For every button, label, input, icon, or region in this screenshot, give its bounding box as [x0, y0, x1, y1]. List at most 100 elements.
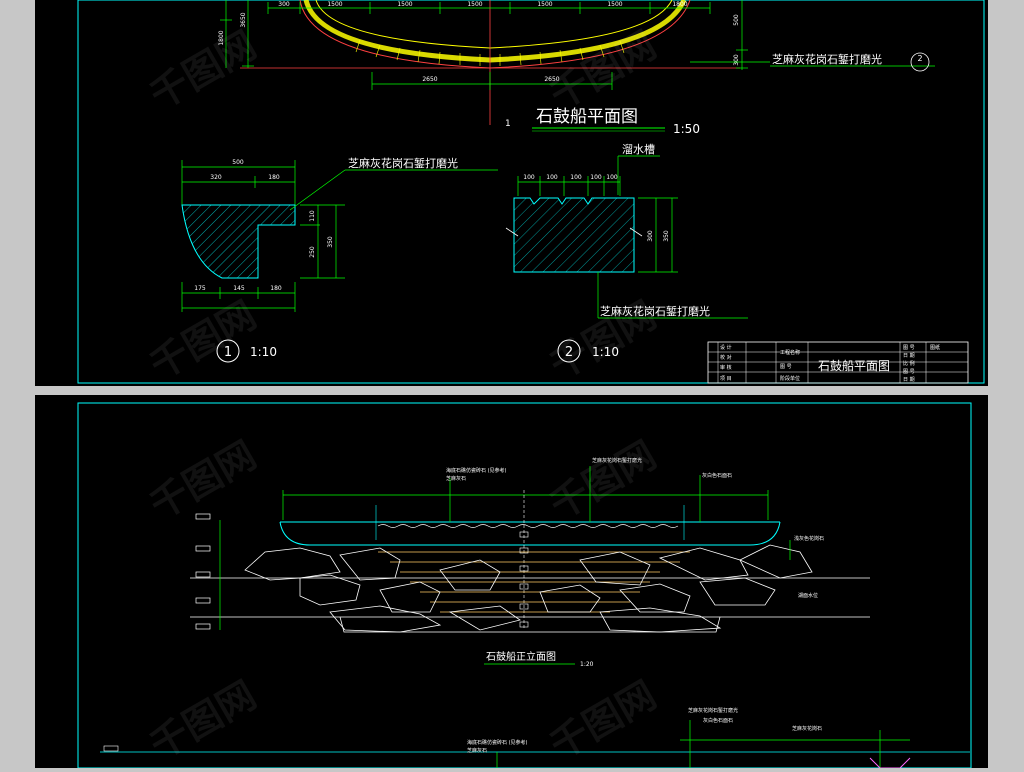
plan-dim-left-2: 3650: [240, 12, 247, 27]
plan-dim-left-1: 1800: [218, 30, 225, 45]
svg-text:1500: 1500: [467, 1, 482, 8]
lower-elevation-partial: 芝麻灰花岗石錾打磨光 海底石礁仿瓷砖石 (见参考) 灰白色石面石 芝麻灰花岗石 …: [100, 707, 970, 769]
detail1-dim-175: 175: [194, 285, 206, 292]
elevation-note-1-sub: 芝麻灰石: [446, 475, 466, 482]
detail1-dim-250: 250: [309, 246, 316, 258]
plan-ref-number: 1: [505, 119, 511, 129]
elevation-note-2: 芝麻灰花岗石錾打磨光: [592, 457, 642, 464]
svg-text:审 核: 审 核: [720, 364, 732, 371]
plan-dim-bottom-right: 2650: [544, 76, 559, 83]
title-block-extra: 图纸: [930, 344, 940, 351]
detail1-dims-top: [181, 160, 296, 205]
svg-text:校 对: 校 对: [720, 354, 732, 361]
lower-note-5: 芝麻灰石: [467, 747, 487, 754]
detail2-break-right: [629, 227, 643, 237]
top-sheet-frame: [77, 0, 985, 384]
elevation-water-waves: [377, 524, 679, 528]
plan-dims-left: [220, 0, 254, 68]
plan-view[interactable]: 300 1500 1500 1500 1500 1500 1800 2650 2…: [218, 0, 935, 136]
svg-text:阶段单位: 阶段单位: [780, 375, 800, 382]
detail-2[interactable]: 溜水槽 100 100 100 100 100 300 350: [505, 142, 748, 363]
lower-note-2: 海底石礁仿瓷砖石 (见参考): [467, 739, 528, 746]
plan-dim-right-1: 500: [733, 14, 740, 26]
detail2-label-circle: [557, 339, 581, 363]
elevation-level-marks: [195, 513, 221, 630]
elevation-title: 石鼓船正立面图: [486, 650, 556, 663]
plan-material-note: 芝麻灰花岗石錾打磨光: [772, 52, 882, 66]
title-block-drawing-name: 石鼓船平面图: [818, 359, 890, 373]
svg-text:设 计: 设 计: [720, 344, 732, 351]
svg-text:100: 100: [523, 174, 535, 181]
svg-text:100: 100: [590, 174, 602, 181]
title-block-rows-mid: 工程名称 图 号 阶段单位: [780, 349, 800, 382]
elevation-note-4: 浅灰色花岗石: [794, 535, 824, 542]
top-sheet-background: [35, 0, 988, 386]
plan-dim-bottom-left: 2650: [422, 76, 437, 83]
svg-text:1500: 1500: [397, 1, 412, 8]
detail1-dim-500: 500: [232, 159, 244, 166]
detail1-dim-180b: 180: [270, 285, 282, 292]
detail2-groove-label: 溜水槽: [622, 142, 655, 156]
svg-text:日 期: 日 期: [903, 377, 915, 383]
svg-text:图 号: 图 号: [903, 345, 915, 351]
detail1-label-number: 1: [224, 345, 232, 360]
elevation-note-1: 海底石礁仿瓷砖石 (见参考): [446, 467, 507, 474]
detail1-leader: [289, 169, 346, 211]
elevation-base: [339, 616, 721, 633]
elevation-axis-marks: [519, 531, 529, 628]
detail2-dims-top-text: 100 100 100 100 100: [523, 174, 618, 181]
lower-note-4: 芝麻灰花岗石: [792, 725, 822, 732]
plan-ellipse-hatch: [355, 39, 625, 66]
plan-dims-bottom: [371, 72, 613, 90]
svg-text:日 期: 日 期: [903, 353, 915, 359]
lower-note-3: 灰白色石面石: [703, 717, 733, 724]
svg-text:1800: 1800: [672, 1, 687, 8]
detail1-dim-145: 145: [233, 285, 245, 292]
plan-dims-top-text: 300 1500 1500 1500 1500 1500 1800: [278, 1, 688, 8]
elevation-rocks: [244, 544, 813, 633]
detail2-label-scale: 1:10: [592, 345, 619, 359]
detail1-dim-320: 320: [210, 174, 222, 181]
svg-text:100: 100: [546, 174, 558, 181]
plan-callout-number: 2: [917, 54, 922, 63]
svg-text:工程名称: 工程名称: [780, 349, 800, 356]
plan-scale: 1:50: [673, 122, 700, 136]
bottom-sheet-background: [35, 395, 988, 768]
detail-1[interactable]: 500 320 180 110 250 350 175 145 180 芝麻灰花…: [181, 156, 498, 363]
plan-dims-right: [736, 0, 748, 70]
title-block[interactable]: 设 计 校 对 审 核 项 目 工程名称 图 号 阶段单位 石鼓船平面图 图 号…: [707, 341, 969, 384]
detail2-label-number: 2: [565, 345, 573, 360]
detail2-dims-right: [638, 197, 678, 273]
svg-text:1500: 1500: [327, 1, 342, 8]
detail2-dims-top: [517, 176, 621, 196]
elevation-view[interactable]: 海底石礁仿瓷砖石 (见参考) 芝麻灰石 芝麻灰花岗石錾打磨光 灰白色石面石 浅灰…: [190, 457, 870, 668]
detail2-dim-300: 300: [647, 230, 654, 242]
elevation-boat-hull: [279, 521, 781, 546]
plan-dim-right-2: 300: [733, 54, 740, 66]
detail1-material: 芝麻灰花岗石錾打磨光: [348, 156, 458, 170]
title-block-grid: [708, 342, 968, 383]
svg-text:300: 300: [278, 1, 290, 8]
title-block-rows-right: 图 号 日 期 比 例 图 号 日 期: [903, 345, 915, 383]
detail1-dim-180: 180: [268, 174, 280, 181]
detail2-break-left: [505, 227, 519, 237]
plan-callout-circle: [910, 52, 930, 72]
elevation-note-3: 灰白色石面石: [702, 472, 732, 479]
plan-title: 石鼓船平面图: [536, 107, 638, 127]
detail2-dim-350: 350: [663, 230, 670, 242]
detail2-material: 芝麻灰花岗石錾打磨光: [600, 304, 710, 318]
plan-dims-top: [267, 2, 711, 14]
title-block-frame: [707, 341, 969, 384]
detail1-dim-350: 350: [327, 236, 334, 248]
elevation-note-5: 湖面水位: [798, 592, 818, 599]
svg-text:图 号: 图 号: [903, 369, 915, 375]
detail1-stone-section: [181, 204, 296, 279]
elevation-leaders: [449, 466, 791, 560]
svg-text:比 例: 比 例: [903, 360, 915, 367]
svg-text:项 目: 项 目: [720, 376, 732, 382]
elevation-scale: 1:20: [580, 661, 594, 668]
svg-text:1500: 1500: [537, 1, 552, 8]
detail2-stone-section: [513, 197, 635, 273]
